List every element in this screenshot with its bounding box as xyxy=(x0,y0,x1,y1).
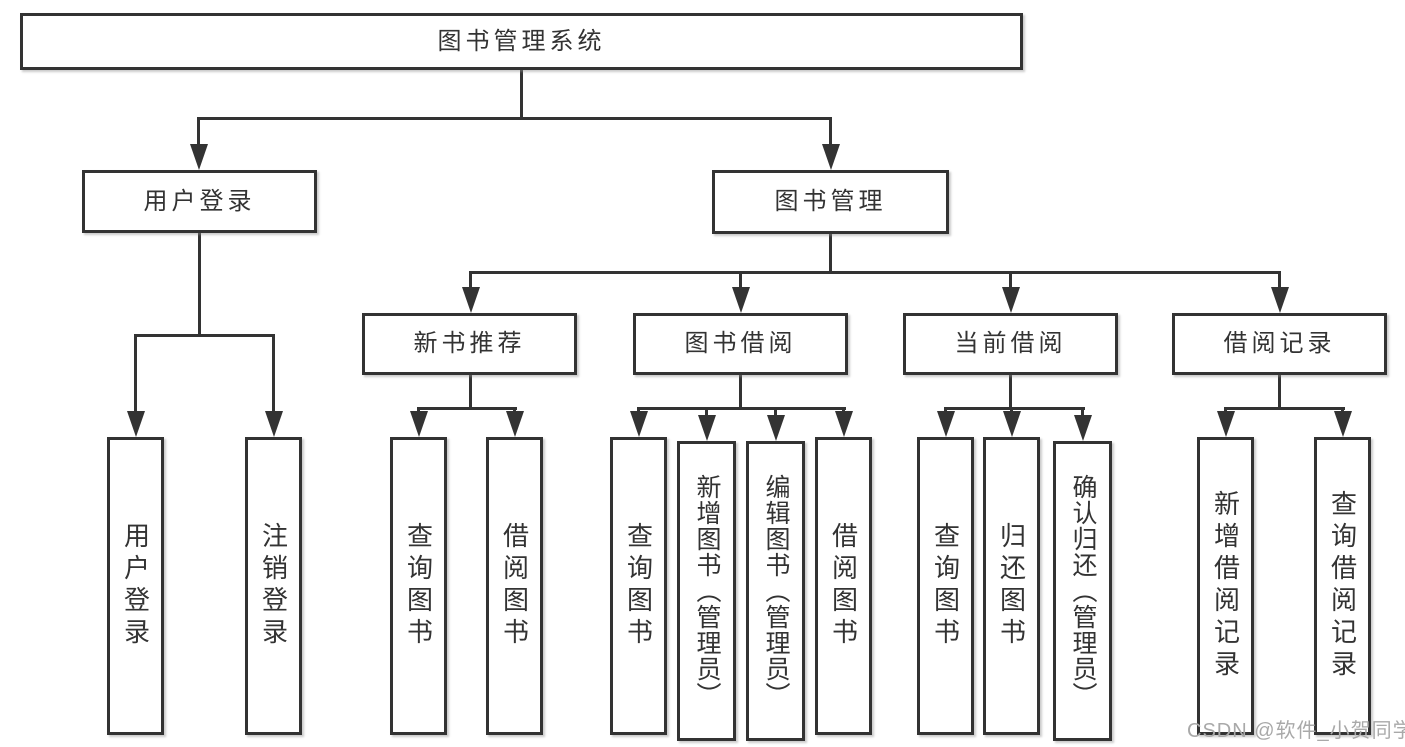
connector-drop-user-login xyxy=(197,117,200,150)
connector-drop-book-borrowing xyxy=(739,271,742,293)
watermark: CSDN @软件_小贺同学 xyxy=(1187,720,1405,742)
leaf-current-return-books: 归还图书 xyxy=(983,437,1040,735)
connector-recommendation-stem xyxy=(469,375,472,410)
arrowhead-recommend-borrow-books xyxy=(506,411,524,437)
leaf-recommend-borrow-books: 借阅图书 xyxy=(486,437,543,735)
arrowhead-borrowing-query-books xyxy=(630,411,648,437)
arrowhead-records-query-record xyxy=(1334,411,1352,437)
leaf-current-confirm-return-admin: 确认归还（管理员） xyxy=(1053,441,1112,741)
node-new-book-recommendation: 新书推荐 xyxy=(362,313,577,375)
arrowhead-borrowing-add-books xyxy=(698,415,716,441)
connector-drop-borrowing-records xyxy=(1278,271,1281,293)
connector-user-login-rail xyxy=(134,334,275,337)
arrowhead-current-borrowing xyxy=(1002,287,1020,313)
connector-book-management-stem xyxy=(829,234,832,274)
connector-user-login-stem xyxy=(198,233,201,337)
arrowhead-book-borrowing xyxy=(732,287,750,313)
connector-borrowing-stem xyxy=(739,375,742,410)
connector-drop xyxy=(774,407,777,419)
connector-recommendation-rail xyxy=(417,407,517,410)
arrowhead-leaf-user-login xyxy=(127,411,145,437)
arrowhead-borrowing-edit-books xyxy=(767,415,785,441)
node-book-management: 图书管理 xyxy=(712,170,949,234)
arrowhead-current-confirm-return xyxy=(1074,415,1092,441)
node-user-login: 用户登录 xyxy=(82,170,317,233)
arrowhead-borrowing-borrow-books xyxy=(835,411,853,437)
leaf-borrowing-query-books: 查询图书 xyxy=(610,437,667,735)
connector-current-stem xyxy=(1009,375,1012,410)
leaf-borrowing-edit-books-admin: 编辑图书（管理员） xyxy=(746,441,805,741)
connector-root-stem xyxy=(520,70,523,120)
leaf-logout: 注销登录 xyxy=(245,437,302,735)
connector-drop-leaf-user-login xyxy=(134,334,137,415)
arrowhead-recommend-query-books xyxy=(410,411,428,437)
arrowhead-book-management xyxy=(822,144,840,170)
arrowhead-records-add-record xyxy=(1217,411,1235,437)
arrowhead-new-book-recommendation xyxy=(462,287,480,313)
connector-current-rail xyxy=(944,407,1085,410)
connector-drop xyxy=(1081,407,1084,419)
arrowhead-current-query-books xyxy=(937,411,955,437)
connector-records-rail xyxy=(1224,407,1345,410)
leaf-borrowing-add-books-admin: 新增图书（管理员） xyxy=(677,441,736,741)
node-current-borrowing: 当前借阅 xyxy=(903,313,1118,375)
node-library-management-system: 图书管理系统 xyxy=(20,13,1023,70)
leaf-user-login: 用户登录 xyxy=(107,437,164,735)
arrowhead-user-login xyxy=(190,144,208,170)
connector-root-rail xyxy=(197,117,832,120)
arrowhead-borrowing-records xyxy=(1271,287,1289,313)
connector-drop-book-management xyxy=(829,117,832,150)
node-book-borrowing: 图书借阅 xyxy=(633,313,848,375)
connector-drop-new-book-recommendation xyxy=(469,271,472,293)
leaf-current-query-books: 查询图书 xyxy=(917,437,974,735)
leaf-records-add-record: 新增借阅记录 xyxy=(1197,437,1254,735)
arrowhead-leaf-logout xyxy=(265,411,283,437)
leaf-borrowing-borrow-books: 借阅图书 xyxy=(815,437,872,735)
leaf-recommend-query-books: 查询图书 xyxy=(390,437,447,735)
connector-records-stem xyxy=(1278,375,1281,410)
leaf-records-query-record: 查询借阅记录 xyxy=(1314,437,1371,735)
connector-drop xyxy=(705,407,708,419)
connector-book-management-rail xyxy=(469,271,1281,274)
connector-drop-leaf-logout xyxy=(272,334,275,415)
connector-drop-current-borrowing xyxy=(1009,271,1012,293)
connector-borrowing-rail xyxy=(637,407,846,410)
arrowhead-current-return-books xyxy=(1003,411,1021,437)
node-borrowing-records: 借阅记录 xyxy=(1172,313,1387,375)
